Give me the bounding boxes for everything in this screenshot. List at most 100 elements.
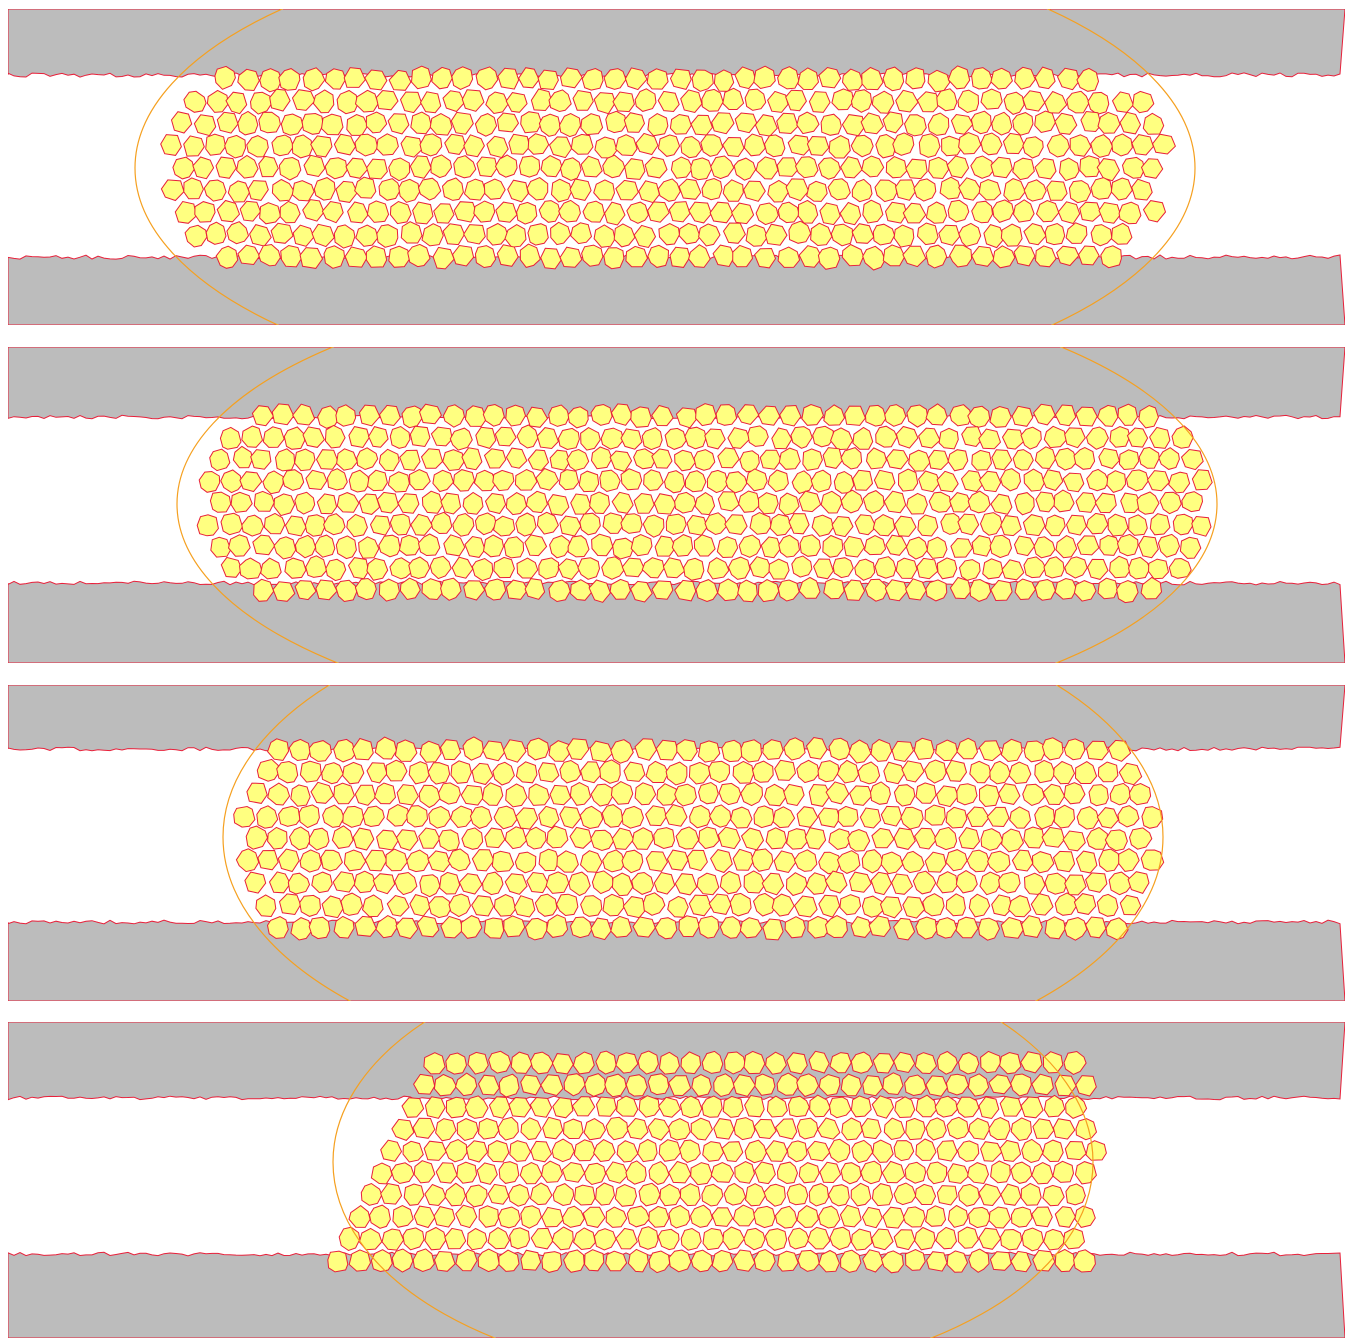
cell bbox=[193, 157, 214, 179]
cell bbox=[271, 223, 293, 243]
cell bbox=[642, 428, 662, 450]
cell bbox=[881, 897, 903, 918]
cell bbox=[1035, 806, 1055, 829]
cell bbox=[689, 895, 711, 916]
cell bbox=[254, 491, 274, 511]
cell bbox=[699, 224, 720, 246]
cell bbox=[429, 806, 451, 828]
cell bbox=[1087, 469, 1109, 490]
cell bbox=[851, 1096, 871, 1117]
cell bbox=[451, 806, 473, 828]
cell bbox=[465, 179, 486, 200]
cell bbox=[616, 180, 639, 200]
cell bbox=[306, 470, 327, 489]
panel-4-canvas bbox=[8, 1022, 1345, 1338]
cell bbox=[937, 89, 957, 111]
cell bbox=[720, 871, 741, 894]
cell bbox=[746, 469, 767, 491]
cell bbox=[1022, 916, 1043, 938]
cell bbox=[779, 535, 800, 557]
cell bbox=[1159, 448, 1180, 470]
cell bbox=[695, 493, 715, 515]
cell bbox=[528, 134, 549, 155]
cell bbox=[834, 472, 854, 494]
cell bbox=[778, 247, 800, 267]
cell bbox=[1035, 580, 1055, 601]
cell bbox=[585, 1074, 606, 1097]
cell bbox=[259, 156, 279, 176]
simulation-panel-2 bbox=[8, 347, 1345, 663]
cell bbox=[1003, 429, 1024, 449]
cell bbox=[390, 514, 410, 535]
cell bbox=[1066, 1184, 1086, 1205]
cell bbox=[1012, 1207, 1033, 1227]
bottom-channel-wall bbox=[8, 920, 1345, 1001]
cell bbox=[841, 448, 862, 469]
cell bbox=[735, 113, 757, 133]
cell bbox=[413, 1249, 434, 1272]
cell bbox=[571, 917, 593, 938]
cell bbox=[948, 1164, 969, 1184]
cell bbox=[454, 156, 476, 178]
cell bbox=[1045, 92, 1067, 114]
cell bbox=[606, 1207, 627, 1227]
cell bbox=[675, 450, 696, 471]
cell bbox=[520, 1163, 542, 1184]
cell bbox=[896, 558, 917, 578]
cell bbox=[1192, 470, 1212, 490]
cell bbox=[745, 1096, 765, 1117]
cell bbox=[1107, 471, 1126, 493]
cell bbox=[685, 427, 706, 449]
cell bbox=[724, 1183, 745, 1205]
cell bbox=[581, 851, 603, 873]
cell bbox=[603, 894, 624, 916]
cell bbox=[574, 1140, 595, 1161]
cell bbox=[1042, 827, 1064, 847]
cell bbox=[390, 202, 411, 224]
cell bbox=[881, 852, 903, 874]
cell bbox=[488, 1141, 509, 1162]
cell bbox=[591, 830, 614, 850]
cell bbox=[722, 1142, 743, 1162]
cell bbox=[654, 828, 675, 849]
cell bbox=[797, 112, 819, 134]
cell bbox=[957, 1097, 979, 1117]
cell bbox=[376, 91, 398, 110]
cell bbox=[260, 69, 282, 92]
cell bbox=[1044, 557, 1064, 578]
cell bbox=[568, 536, 589, 557]
cell bbox=[521, 1250, 541, 1270]
cell bbox=[580, 513, 601, 535]
cell bbox=[1015, 493, 1034, 515]
cell bbox=[606, 1162, 628, 1183]
cell bbox=[553, 1098, 573, 1118]
cell bbox=[395, 740, 417, 762]
cell bbox=[1089, 785, 1108, 806]
cell bbox=[1119, 202, 1141, 224]
cell bbox=[1004, 179, 1026, 202]
cell bbox=[1024, 180, 1046, 201]
cell bbox=[1160, 492, 1181, 514]
cell bbox=[895, 1097, 915, 1118]
cell bbox=[300, 761, 321, 782]
cell bbox=[927, 537, 947, 558]
cell bbox=[745, 89, 766, 110]
cell bbox=[616, 1228, 637, 1249]
cell bbox=[712, 113, 734, 134]
cell bbox=[818, 808, 839, 827]
cell bbox=[752, 849, 773, 871]
cell bbox=[829, 829, 851, 850]
cell bbox=[927, 1162, 947, 1184]
cell bbox=[419, 534, 440, 556]
cell bbox=[807, 137, 828, 156]
cell bbox=[631, 535, 652, 556]
cell bbox=[476, 427, 496, 448]
cell bbox=[712, 1208, 733, 1227]
cell bbox=[483, 872, 504, 895]
cell bbox=[860, 808, 880, 828]
cell bbox=[452, 557, 473, 578]
cell bbox=[1023, 515, 1045, 536]
cell bbox=[516, 513, 536, 536]
cell bbox=[647, 69, 668, 89]
cell bbox=[971, 111, 991, 134]
